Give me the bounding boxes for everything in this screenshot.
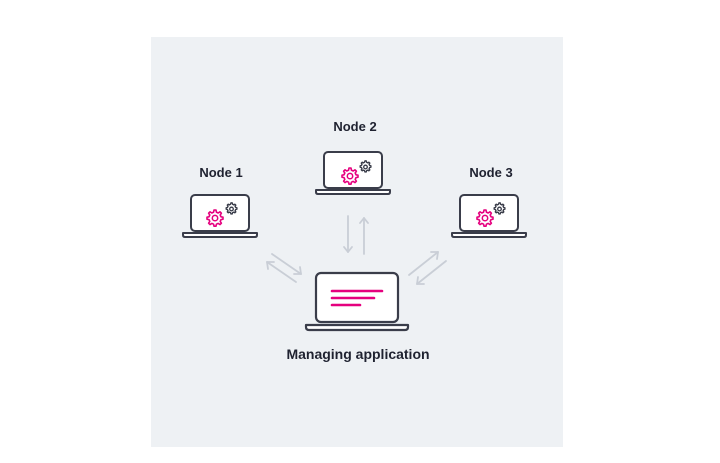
node-1-laptop <box>182 194 258 238</box>
manager-laptop <box>304 271 410 332</box>
node-3-laptop <box>451 194 527 238</box>
manager-label: Managing application <box>286 346 430 362</box>
arrow-node2-manager <box>343 215 369 255</box>
node-2-laptop <box>315 151 391 195</box>
arrow-node3-manager <box>408 251 447 285</box>
diagram-panel <box>151 37 563 447</box>
node-1-label: Node 1 <box>199 165 243 180</box>
arrow-node1-manager <box>266 253 302 283</box>
node-3-label: Node 3 <box>469 165 513 180</box>
node-2-label: Node 2 <box>333 119 377 134</box>
text-lines-icon <box>330 289 384 307</box>
